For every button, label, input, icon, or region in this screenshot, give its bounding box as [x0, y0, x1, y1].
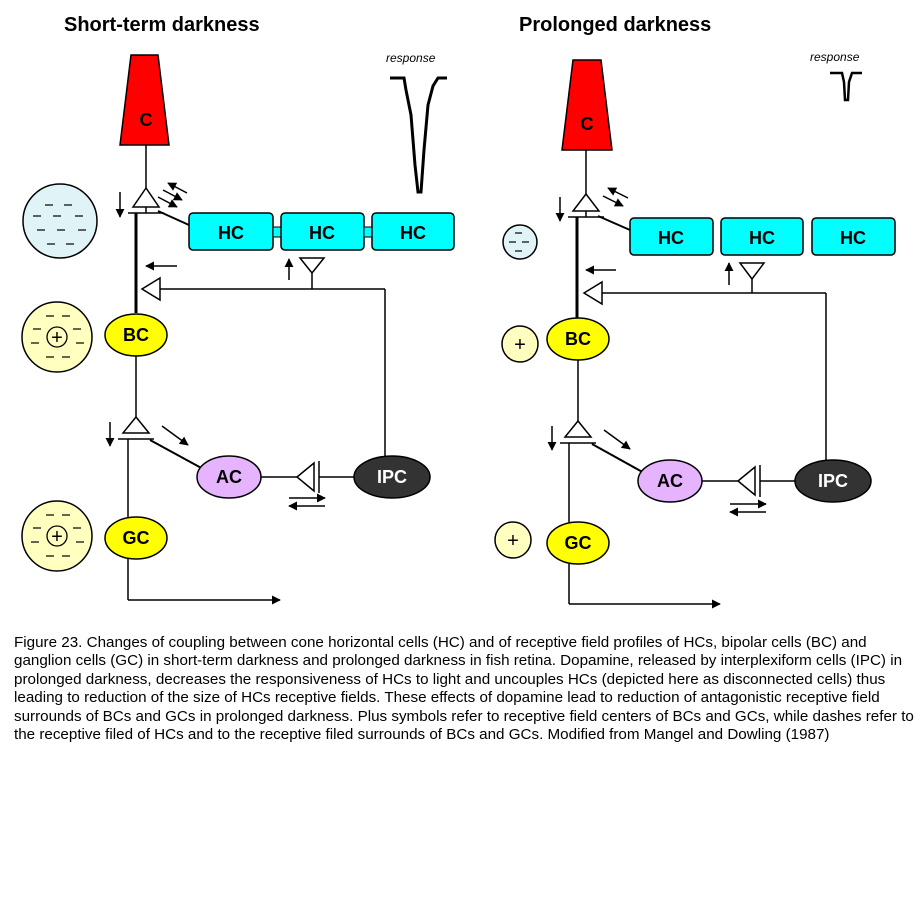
hc-label-r2: HC	[749, 228, 775, 248]
ganglion-cell-left	[104, 516, 168, 560]
panel-short-term: Short-term darkness response C HC HC HC	[21, 14, 455, 605]
bc-center-plus-right: +	[514, 334, 526, 356]
hc-label-1: HC	[218, 223, 244, 243]
hc-field-dashes-right	[509, 232, 529, 252]
hc-cell-3	[371, 212, 455, 251]
cone-label: C	[140, 110, 153, 130]
response-label-left: response	[386, 51, 436, 65]
interplexiform-cell-right	[794, 459, 872, 503]
gc-label-left: GC	[123, 528, 150, 548]
ipc-label-left: IPC	[377, 467, 407, 487]
hc-coupling-2	[363, 226, 373, 238]
bc-field-surround-dashes-left	[31, 315, 84, 358]
hc-label-2: HC	[309, 223, 335, 243]
hc-receptive-field-left	[22, 183, 98, 259]
hc-cell-r2	[720, 217, 804, 256]
cone-label-right: C	[581, 114, 594, 134]
hc-receptive-field-right	[502, 224, 538, 260]
ac-label-right: AC	[657, 471, 683, 491]
synapse-bc-right	[563, 419, 593, 438]
bc-label-right: BC	[565, 329, 591, 349]
hc-coupling-1	[272, 226, 282, 238]
interplexiform-cell-left	[353, 455, 431, 499]
gc-center-plus-left: +	[51, 526, 63, 548]
response-label-right: response	[810, 50, 860, 64]
synapse-ipc-ac-right	[736, 465, 756, 497]
gc-center-plus-right: +	[507, 530, 519, 552]
gc-field-surround-dashes-left	[31, 514, 84, 557]
hc-label-r3: HC	[840, 228, 866, 248]
retina-circuit-figure: Short-term darkness response C HC HC HC	[21, 14, 896, 609]
synapse-cone-right	[571, 192, 601, 212]
hc-label-3: HC	[400, 223, 426, 243]
synapse-ipc-bc-left	[140, 276, 161, 302]
synapse-cone	[131, 186, 161, 208]
cone-cell-right	[561, 59, 613, 151]
hc-label-r1: HC	[658, 228, 684, 248]
synapse-ipc-bc-right	[582, 280, 603, 306]
synapse-ipc-ac-left	[295, 461, 315, 493]
gc-label-right: GC	[565, 533, 592, 553]
synapse-ipc-hc-right	[738, 262, 766, 281]
hc-cell-r1	[629, 217, 714, 256]
bc-center-plus-left: +	[51, 327, 63, 349]
synapse-ipc-hc-left	[298, 257, 326, 275]
gc-receptive-field-right	[494, 521, 532, 559]
ac-label-left: AC	[216, 467, 242, 487]
ganglion-cell-right	[546, 521, 610, 565]
bc-receptive-field-right	[501, 325, 539, 363]
panel-title-prolonged: Prolonged darkness	[519, 14, 711, 36]
hc-field-dashes-left	[33, 204, 86, 245]
bc-label-left: BC	[123, 325, 149, 345]
synapse-bc-left	[121, 415, 151, 434]
hc-cell-r3	[811, 217, 896, 256]
panel-title-short-term: Short-term darkness	[64, 14, 260, 36]
ipc-label-right: IPC	[818, 471, 848, 491]
panel-prolonged: Prolonged darkness response C HC HC HC	[494, 14, 896, 609]
response-trace-right	[830, 71, 862, 102]
figure-caption: Figure 23. Changes of coupling between c…	[14, 634, 914, 744]
cone-cell	[119, 54, 170, 146]
response-trace-left	[390, 76, 447, 194]
